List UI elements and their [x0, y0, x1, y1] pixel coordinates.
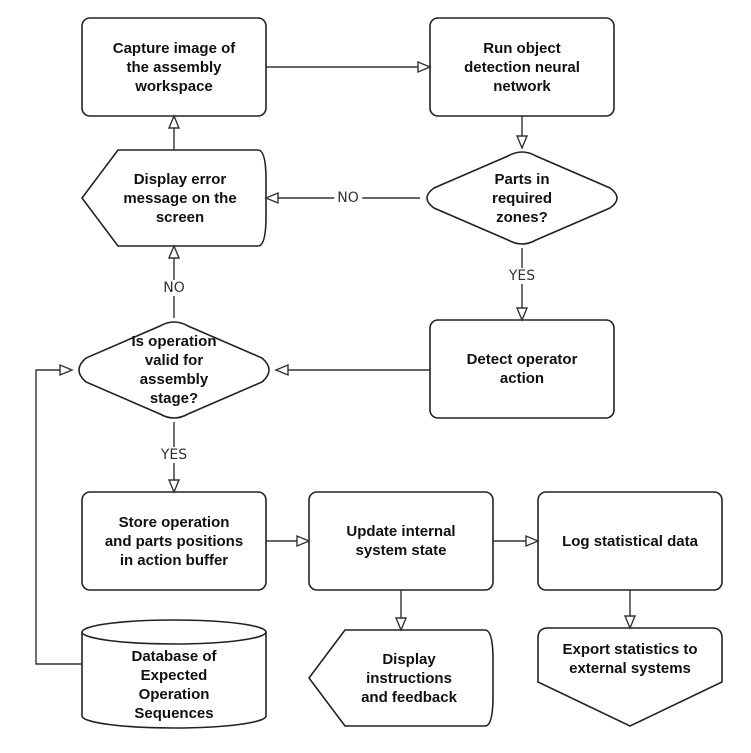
arrowhead: [417, 60, 432, 74]
export-label: Export statistics to external systems: [562, 641, 698, 677]
edge-label-no-parts: NO: [334, 190, 362, 206]
database-rim: [81, 631, 267, 645]
arrowhead: [525, 534, 540, 548]
arrowhead: [59, 363, 74, 377]
database-cylinder: [81, 619, 267, 729]
valid-decision-shape: [78, 321, 270, 419]
edge-label-yes-valid: YES: [157, 447, 191, 463]
arrowhead: [296, 534, 311, 548]
edge-database-to-valid: [35, 369, 82, 665]
arrowhead: [167, 114, 181, 129]
capture-image-label: Capture image of the assembly workspace: [112, 39, 236, 95]
arrowhead: [394, 617, 408, 632]
arrowhead: [264, 191, 279, 205]
store-operation-label: Store operation and parts positions in a…: [104, 513, 244, 569]
arrowhead: [167, 244, 181, 259]
error-display-shape: [81, 149, 267, 247]
run-detection-label: Run object detection neural network: [464, 39, 580, 95]
parts-decision-shape: [426, 151, 618, 245]
error-display-label: Display error message on the screen: [123, 170, 237, 226]
valid-decision-label: Is operation valid for assembly stage?: [131, 333, 217, 407]
update-state-label: Update internal system state: [346, 523, 456, 559]
parts-decision-label: Parts in required zones?: [491, 170, 552, 226]
export-shape: [537, 627, 723, 727]
edge-label-no-valid: NO: [160, 280, 188, 296]
instructions-display-label: Display instructions and feedback: [361, 650, 457, 706]
arrowhead: [515, 135, 529, 150]
log-stats-label: Log statistical data: [562, 532, 698, 550]
arrowhead: [623, 615, 637, 630]
arrowhead: [515, 307, 529, 322]
arrowhead: [167, 479, 181, 494]
detect-action-label: Detect operator action: [466, 351, 578, 387]
instructions-display-shape: [308, 629, 494, 727]
database-label: Database of Expected Operation Sequences: [131, 648, 217, 722]
edge-label-yes-parts: YES: [505, 268, 539, 284]
arrowhead: [274, 363, 289, 377]
